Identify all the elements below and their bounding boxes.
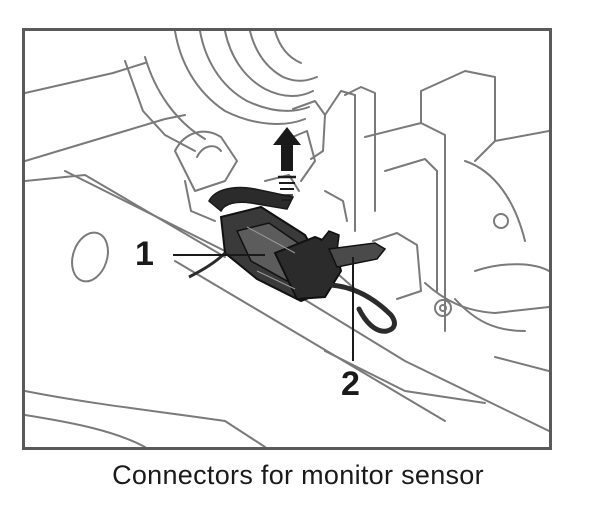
callout-2-number: 2 xyxy=(341,365,360,403)
illustration-frame: 1 2 xyxy=(22,28,552,450)
release-direction-arrow-icon xyxy=(273,127,301,201)
figure-caption: Connectors for monitor sensor xyxy=(112,460,484,490)
callout-1-number: 1 xyxy=(135,235,154,273)
monitor-sensor-connector xyxy=(188,186,397,334)
callout-2: 2 xyxy=(341,257,360,403)
engine-illustration: 1 2 xyxy=(25,31,549,447)
callout-1: 1 xyxy=(135,235,265,273)
